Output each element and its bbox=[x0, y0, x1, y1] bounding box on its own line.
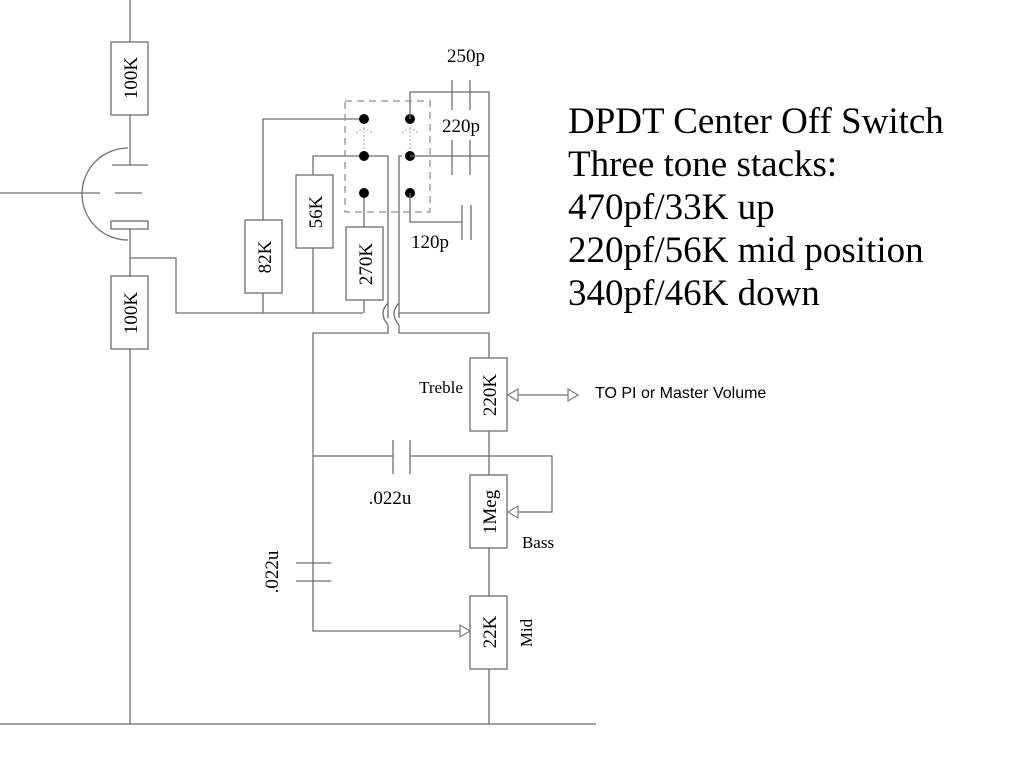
title-line: 220pf/56K mid position bbox=[568, 230, 924, 271]
dpdt-switch-icon bbox=[344, 100, 431, 213]
title-line: 340pf/46K down bbox=[568, 273, 820, 314]
output-destination-label: TO PI or Master Volume bbox=[595, 385, 767, 402]
capacitor-220p bbox=[451, 140, 471, 175]
mid-pot bbox=[469, 595, 508, 670]
cathode-resistor bbox=[110, 275, 149, 350]
capacitor-250p bbox=[451, 80, 471, 110]
mid-wiper-arrow bbox=[459, 623, 472, 639]
capacitor-bass-label: .022u bbox=[369, 488, 412, 509]
bass-label: Bass bbox=[522, 533, 554, 552]
mid-label: Mid bbox=[517, 618, 536, 647]
title-line: 470pf/33K up bbox=[568, 187, 775, 228]
treble-pot-label: 220K bbox=[480, 374, 501, 417]
resistor-270k-label: 270K bbox=[356, 243, 377, 286]
title-block: DPDT Center Off Switch Three tone stacks… bbox=[568, 100, 944, 315]
bass-wiper-arrow bbox=[506, 504, 519, 520]
plate-resistor-label: 100K bbox=[121, 57, 142, 100]
bass-pot-label: 1Meg bbox=[480, 489, 501, 534]
wire-cathode-tap bbox=[130, 257, 363, 314]
title-line: DPDT Center Off Switch bbox=[568, 101, 944, 142]
triode-tube-icon bbox=[0, 147, 149, 278]
capacitor-mid-label: .022u bbox=[262, 550, 283, 593]
capacitor-120p-label: 120p bbox=[411, 232, 449, 253]
capacitor-120p bbox=[461, 205, 472, 240]
resistor-56k-label: 56K bbox=[306, 195, 327, 228]
wire-120p bbox=[409, 193, 462, 223]
wire-crossover bbox=[312, 302, 490, 632]
wire-bass-wiper bbox=[410, 455, 553, 513]
cathode-resistor-label: 100K bbox=[121, 292, 142, 335]
wire-switch-common bbox=[398, 155, 402, 318]
treble-label: Treble bbox=[419, 378, 463, 397]
wire-56k bbox=[312, 155, 389, 318]
resistor-56k bbox=[295, 174, 334, 249]
wire-cap-bus bbox=[399, 91, 490, 314]
wire-82k bbox=[262, 118, 364, 220]
resistor-82k-label: 82K bbox=[255, 240, 276, 273]
mid-pot-label: 22K bbox=[480, 615, 501, 648]
capacitor-220p-label: 220p bbox=[442, 116, 480, 137]
capacitor-mid bbox=[296, 562, 331, 582]
double-arrow-icon bbox=[506, 387, 580, 403]
title-line: Three tone stacks: bbox=[568, 144, 838, 185]
capacitor-bass bbox=[392, 440, 411, 474]
capacitor-250p-label: 250p bbox=[447, 46, 485, 67]
